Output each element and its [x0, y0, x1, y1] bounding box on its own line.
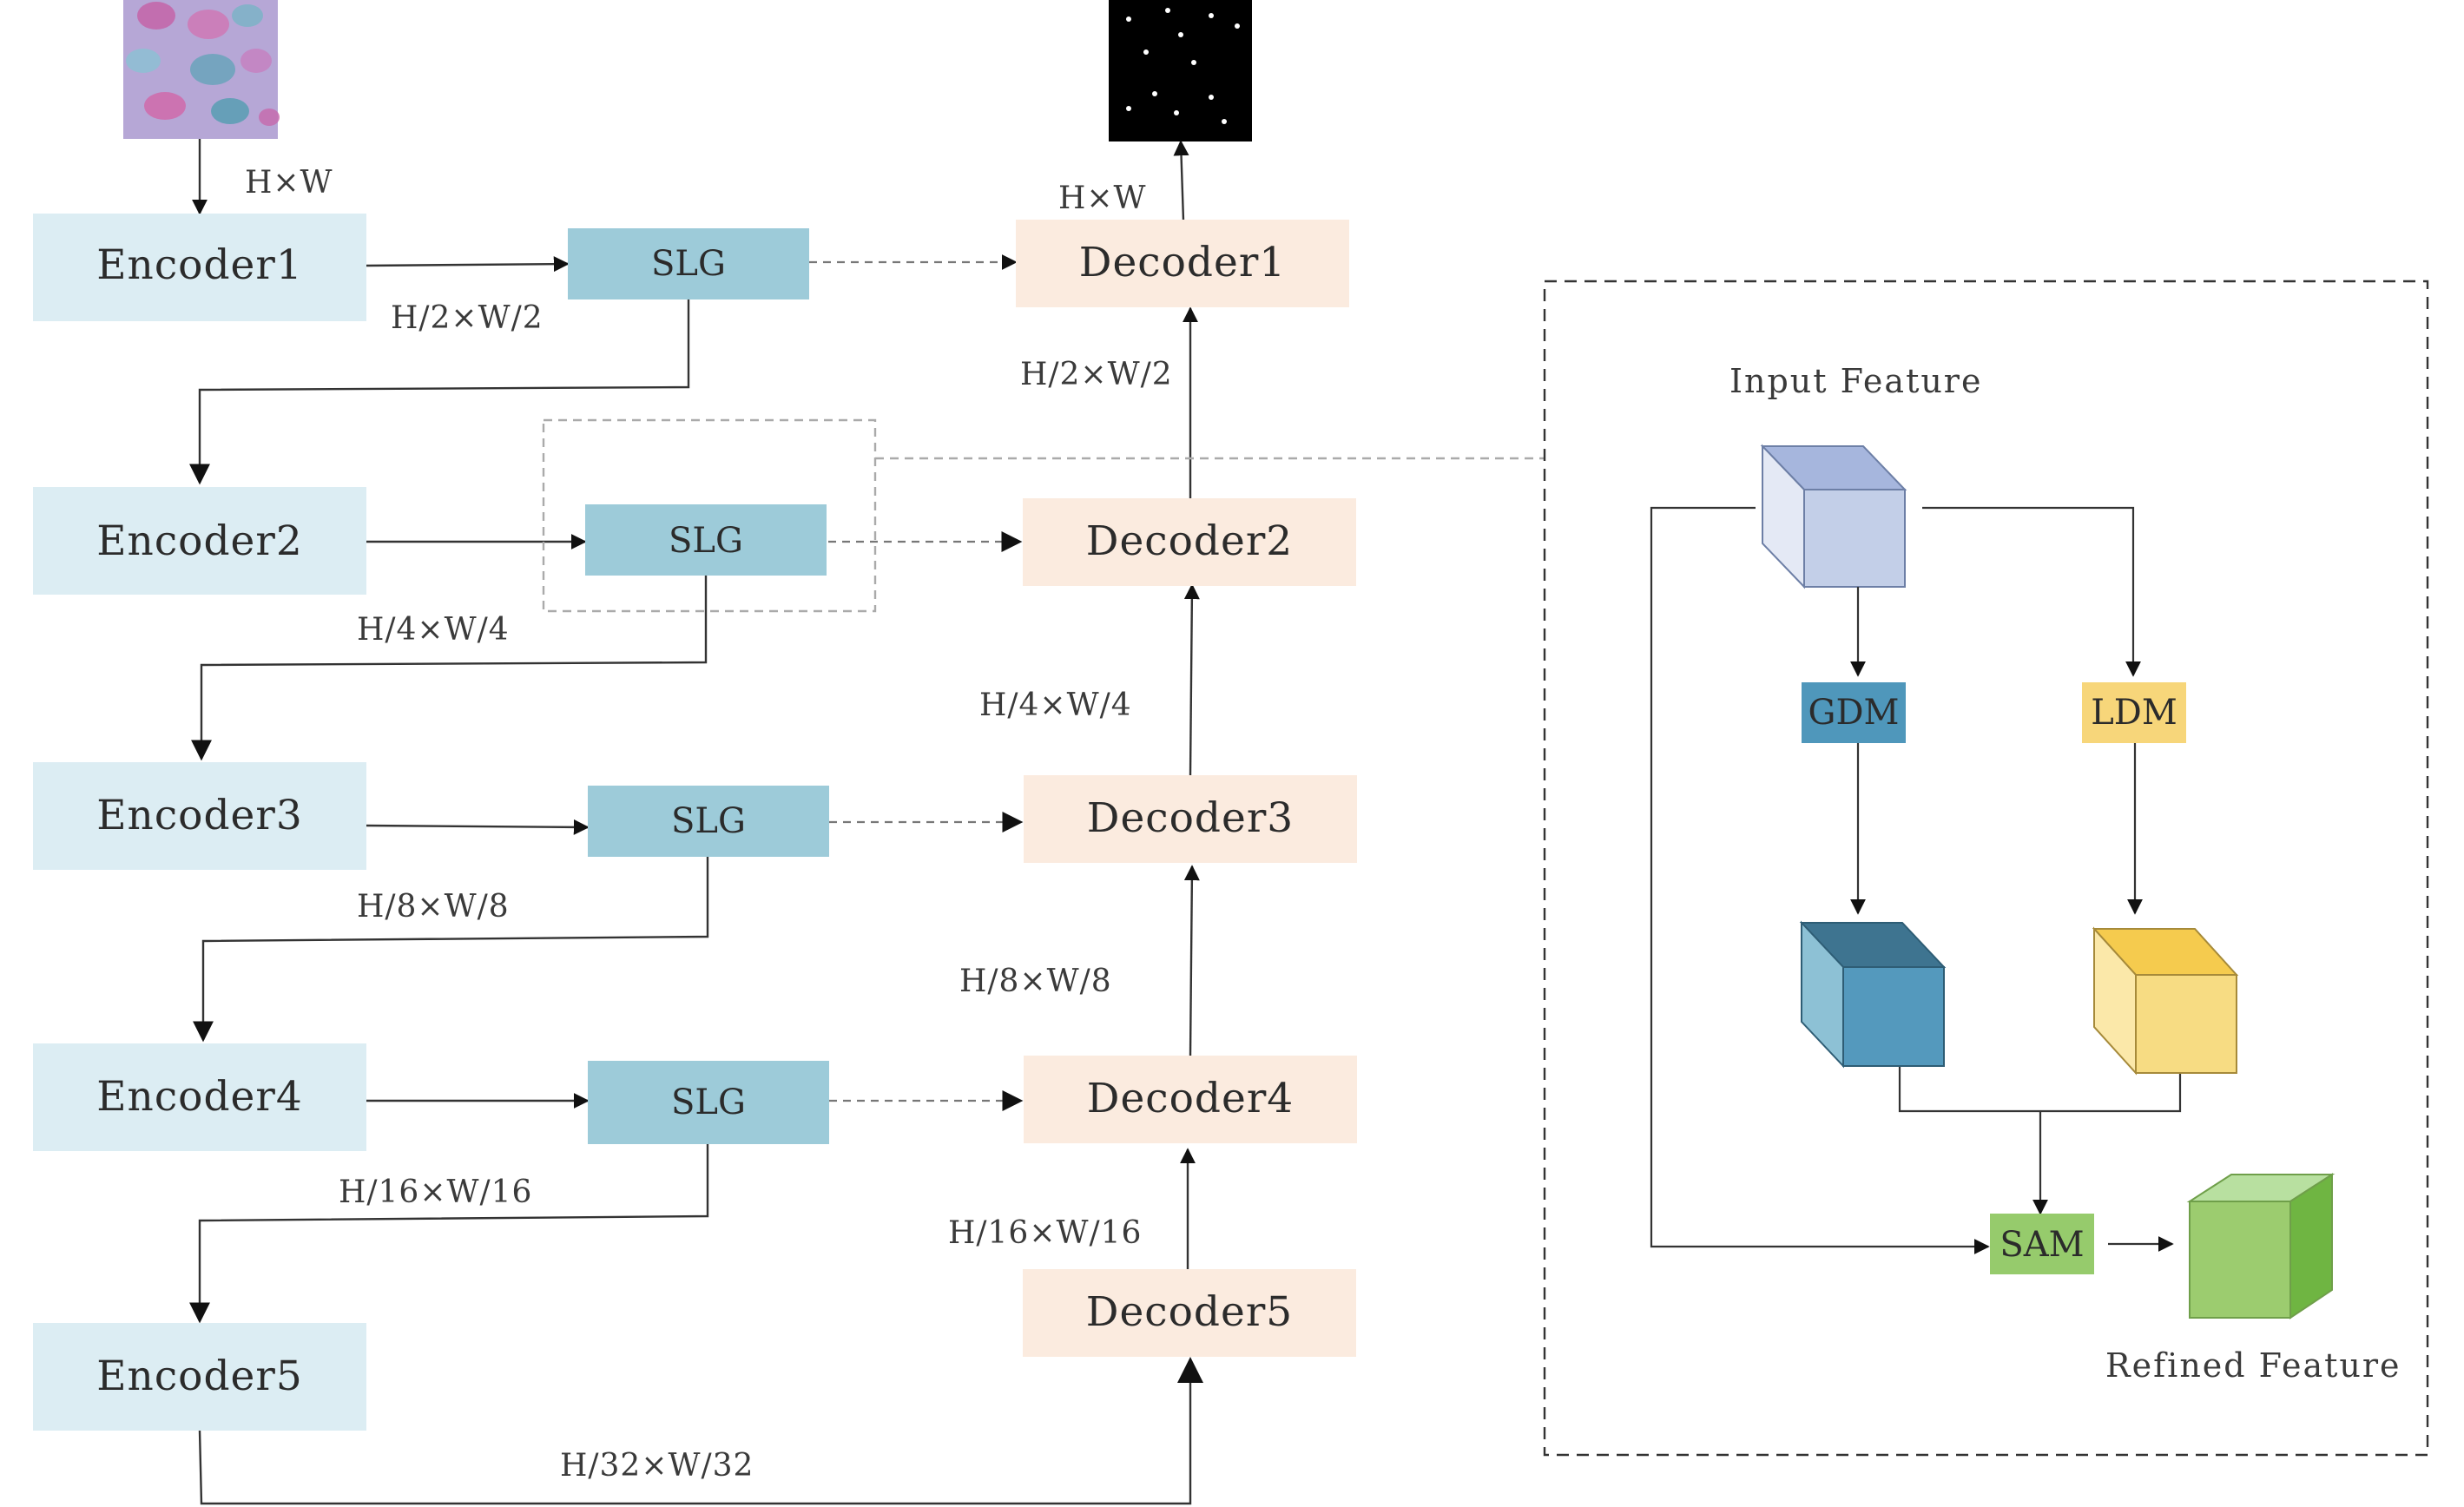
global-feature-cube-icon [1799, 920, 1947, 1069]
decoder3-label: Decoder3 [1087, 794, 1294, 842]
gdm-label: GDM [1808, 693, 1900, 733]
ldm-box [2082, 682, 2186, 743]
slg1-box [568, 228, 809, 299]
encoder2-box [33, 487, 366, 595]
encoder3-label: Encoder3 [96, 792, 302, 839]
skip-connections [809, 254, 1024, 1111]
bottleneck-dim: H/32×W/32 [560, 1448, 754, 1484]
encoder-dim-4: H/16×W/16 [339, 1175, 532, 1210]
slg3-label: SLG [671, 801, 746, 841]
encoder-dim-3: H/8×W/8 [357, 889, 510, 925]
encoder4-label: Encoder4 [96, 1073, 302, 1121]
decoder-dim-4: H/16×W/16 [948, 1215, 1142, 1251]
slg1-label: SLG [651, 244, 726, 284]
decoder1-box [1016, 220, 1349, 307]
slg-detail-panel: Input Feature GDM LDM [1543, 280, 2429, 1457]
encoder-dim-1: H/2×W/2 [391, 300, 544, 336]
slg2-label: SLG [669, 521, 743, 561]
encoder2-label: Encoder2 [96, 517, 302, 565]
local-feature-cube-icon [2092, 926, 2239, 1076]
encoder5-label: Encoder5 [96, 1352, 302, 1400]
decoder-dim-3: H/8×W/8 [959, 964, 1112, 999]
decoder-dim-2: H/4×W/4 [979, 688, 1132, 723]
slg3-box [588, 786, 829, 857]
decoder1-label: Decoder1 [1079, 239, 1286, 286]
refined-feature-label: Refined Feature [2105, 1346, 2401, 1385]
input-dim-label: H×W [245, 165, 333, 201]
encoder3-box [33, 762, 366, 870]
dimension-labels: H×W H×W H/2×W/2 H/4×W/4 H/8×W/8 H/16×W/1… [245, 165, 1173, 1484]
slg2-box [585, 504, 827, 576]
decoder2-label: Decoder2 [1086, 517, 1293, 565]
decoder5-box [1023, 1269, 1356, 1357]
encoder1-box [33, 214, 366, 321]
input-feature-cube-icon [1760, 444, 1907, 589]
gdm-box [1802, 682, 1906, 743]
input-cell-image-icon [123, 0, 280, 139]
encoder1-label: Encoder1 [96, 241, 302, 289]
decoder4-label: Decoder4 [1087, 1075, 1294, 1122]
decoder-dim-1: H/2×W/2 [1020, 357, 1173, 392]
decoders: Decoder1 Decoder2 Decoder3 Decoder4 Deco… [1016, 220, 1357, 1357]
encoders: Encoder1 Encoder2 Encoder3 Encoder4 Enco… [33, 214, 366, 1431]
encoder-dim-2: H/4×W/4 [357, 612, 510, 648]
sam-box [1990, 1214, 2094, 1274]
encoder4-box [33, 1043, 366, 1151]
connections [189, 139, 1203, 1505]
input-feature-label: Input Feature [1729, 362, 1982, 400]
decoder5-label: Decoder5 [1086, 1288, 1293, 1336]
refined-feature-cube-icon [2186, 1173, 2336, 1319]
output-dim-label: H×W [1058, 181, 1147, 216]
ldm-label: LDM [2091, 693, 2177, 733]
decoder2-box [1023, 498, 1356, 586]
slg4-label: SLG [671, 1083, 746, 1122]
zoom-indicator [542, 418, 1545, 613]
encoder5-box [33, 1323, 366, 1431]
slg4-box [588, 1061, 829, 1144]
output-segmentation-mask-icon [1109, 0, 1252, 141]
sam-label: SAM [2000, 1225, 2084, 1265]
slg-blocks: SLG SLG SLG SLG [568, 228, 829, 1144]
detail-panel-border [1543, 280, 2429, 1457]
decoder4-box [1024, 1056, 1357, 1143]
decoder3-box [1024, 775, 1357, 863]
